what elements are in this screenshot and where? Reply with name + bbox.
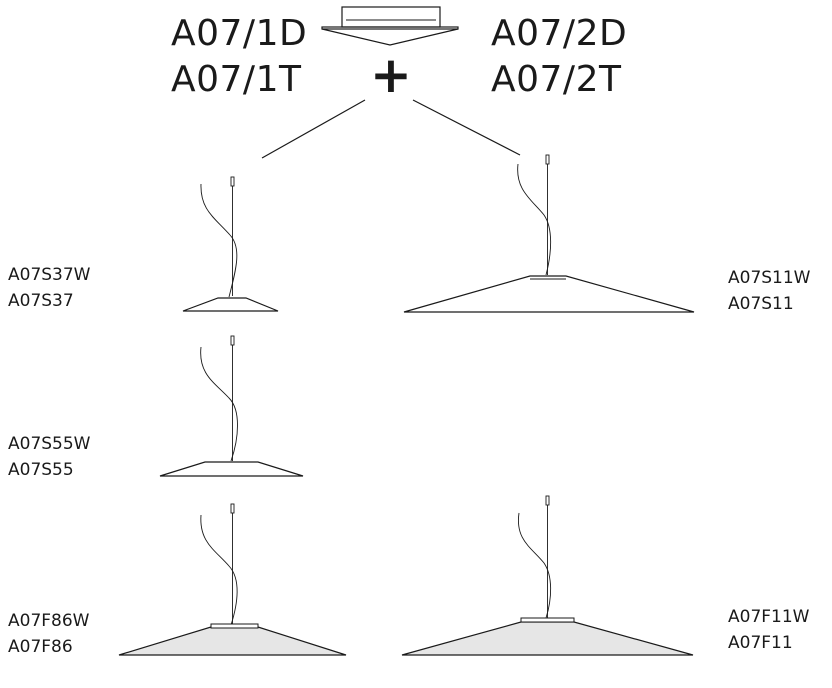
ceiling-canopy — [321, 6, 459, 46]
lamp-f11-code-w: A07F11W — [728, 607, 810, 627]
canopy-cone — [321, 28, 459, 46]
canopy-code-1d: A07/1D — [171, 13, 308, 54]
lamp-s55-code: A07S55 — [8, 460, 74, 480]
lamp-s37 — [182, 176, 279, 312]
canopy-top-plate — [341, 6, 441, 28]
lamp-f11-power-cord — [517, 512, 552, 619]
lamp-s11-code: A07S11 — [728, 294, 794, 314]
right-connector-line — [412, 99, 521, 156]
canopy-flange — [321, 26, 459, 30]
lamp-f86-code: A07F86 — [8, 637, 73, 657]
lamp-s37-clamp — [230, 176, 235, 187]
lamp-s11-shade — [403, 275, 695, 313]
canopy-code-2d: A07/2D — [491, 13, 628, 54]
lamp-f86-rim — [210, 623, 259, 629]
lamp-s37-shade — [182, 297, 279, 312]
lamp-s11-clamp — [545, 154, 550, 165]
lamp-s55-clamp — [230, 335, 235, 346]
lamp-f11-rim — [520, 617, 575, 623]
lamp-f86 — [118, 503, 347, 656]
lamp-f86-shade — [118, 626, 347, 656]
lamp-s55-code-w: A07S55W — [8, 434, 91, 454]
lamp-f86-clamp — [230, 503, 235, 514]
plus-symbol: + — [370, 46, 412, 104]
lamp-s11-power-cord — [517, 163, 552, 276]
lamp-s55-shade — [159, 461, 304, 477]
lamp-f86-power-cord — [200, 514, 238, 626]
lamp-f86-code-w: A07F86W — [8, 611, 90, 631]
lamp-f11-code: A07F11 — [728, 633, 793, 653]
lamp-s37-power-cord — [200, 183, 238, 298]
lamp-f11-clamp — [545, 495, 550, 506]
lamp-s11 — [403, 154, 695, 313]
lamp-s55-power-cord — [200, 346, 238, 462]
left-connector-line — [261, 99, 366, 159]
lamp-s55 — [159, 335, 304, 477]
lamp-f11-shade — [401, 621, 694, 656]
lamp-s11-code-w: A07S11W — [728, 268, 811, 288]
lamp-f11 — [401, 495, 694, 656]
canopy-code-2t: A07/2T — [491, 59, 622, 100]
canopy-code-1t: A07/1T — [171, 59, 302, 100]
lamp-s37-code: A07S37 — [8, 291, 74, 311]
lamp-s37-code-w: A07S37W — [8, 265, 91, 285]
